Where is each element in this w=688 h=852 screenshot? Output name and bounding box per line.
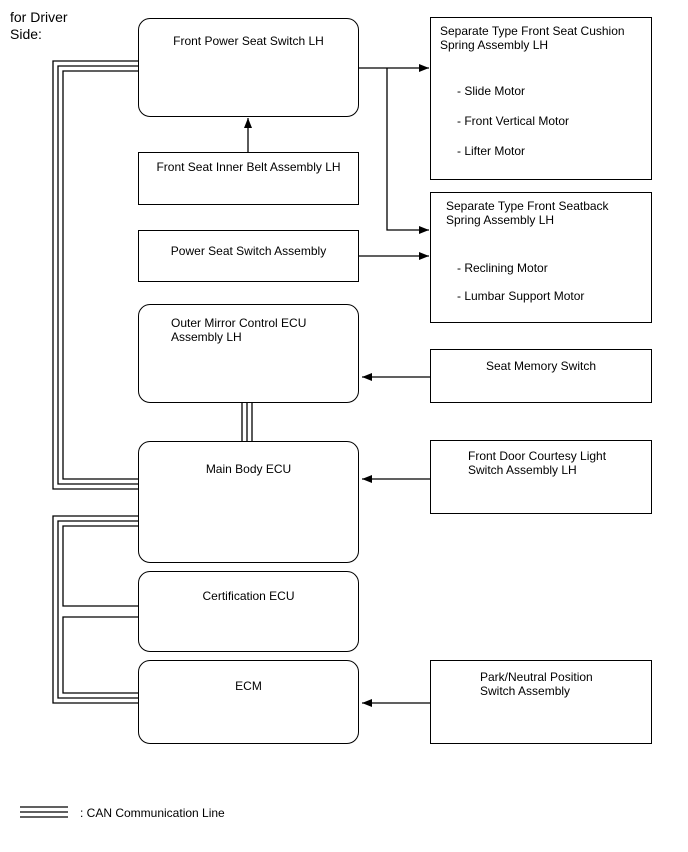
seat-memory-switch-box: Seat Memory Switch bbox=[430, 349, 652, 403]
certification-ecu-label: Certification ECU bbox=[202, 589, 295, 603]
power-seat-switch-assembly-box: Power Seat Switch Assembly bbox=[138, 230, 359, 282]
cushion-item-front-vertical-motor: - Front Vertical Motor bbox=[457, 114, 570, 128]
cushion-item-lifter-motor: - Lifter Motor bbox=[457, 144, 526, 158]
arrow-switch-to-motors bbox=[359, 64, 429, 234]
front-power-seat-switch-box: Front Power Seat Switch LH bbox=[138, 18, 359, 117]
power-seat-switch-assembly-label: Power Seat Switch Assembly bbox=[170, 244, 327, 258]
seatback-item-reclining-motor: - Reclining Motor bbox=[457, 261, 548, 275]
door-courtesy-label-1: Front Door Courtesy Light bbox=[468, 449, 607, 463]
outer-mirror-ecu-label-2: Assembly LH bbox=[171, 330, 242, 344]
certification-ecu-box: Certification ECU bbox=[138, 571, 359, 652]
park-neutral-label-2: Switch Assembly bbox=[480, 684, 571, 698]
diagram-header: for Driver Side: bbox=[10, 9, 68, 43]
door-courtesy-label-2: Switch Assembly LH bbox=[468, 463, 577, 477]
outer-mirror-ecu-label-1: Outer Mirror Control ECU bbox=[171, 316, 307, 330]
park-neutral-box: Park/Neutral Position Switch Assembly bbox=[430, 660, 652, 744]
park-neutral-label-1: Park/Neutral Position bbox=[480, 670, 593, 684]
can-line-main-ecu-cert-ecm bbox=[52, 515, 138, 704]
header-line-2: Side: bbox=[10, 26, 42, 42]
cushion-spring-label-2: Spring Assembly LH bbox=[440, 38, 549, 52]
seat-memory-switch-label: Seat Memory Switch bbox=[485, 359, 597, 373]
inner-belt-box: Front Seat Inner Belt Assembly LH bbox=[138, 152, 359, 205]
legend-can-symbol bbox=[20, 806, 68, 818]
front-power-seat-switch-label: Front Power Seat Switch LH bbox=[173, 34, 324, 48]
seatback-spring-label-2: Spring Assembly LH bbox=[446, 213, 555, 227]
cushion-spring-label-1: Separate Type Front Seat Cushion bbox=[440, 24, 625, 38]
header-line-1: for Driver bbox=[10, 9, 68, 25]
legend-label: : CAN Communication Line bbox=[80, 806, 225, 820]
main-body-ecu-label: Main Body ECU bbox=[205, 462, 292, 476]
seatback-spring-label-1: Separate Type Front Seatback bbox=[446, 199, 609, 213]
seatback-spring-box: Separate Type Front Seatback Spring Asse… bbox=[430, 192, 652, 323]
door-courtesy-box: Front Door Courtesy Light Switch Assembl… bbox=[430, 440, 652, 514]
ecm-label: ECM bbox=[235, 679, 262, 693]
outer-mirror-ecu-box: Outer Mirror Control ECU Assembly LH bbox=[138, 304, 359, 403]
cushion-spring-box: Separate Type Front Seat Cushion Spring … bbox=[430, 17, 652, 180]
ecm-box: ECM bbox=[138, 660, 359, 744]
can-line-mirror-main-ecu bbox=[241, 403, 253, 441]
main-body-ecu-box: Main Body ECU bbox=[138, 441, 359, 563]
inner-belt-label: Front Seat Inner Belt Assembly LH bbox=[156, 160, 341, 174]
cushion-item-slide-motor: - Slide Motor bbox=[457, 84, 526, 98]
can-line-seat-switch-main-ecu bbox=[52, 60, 138, 490]
seatback-item-lumbar-support-motor: - Lumbar Support Motor bbox=[457, 289, 585, 303]
